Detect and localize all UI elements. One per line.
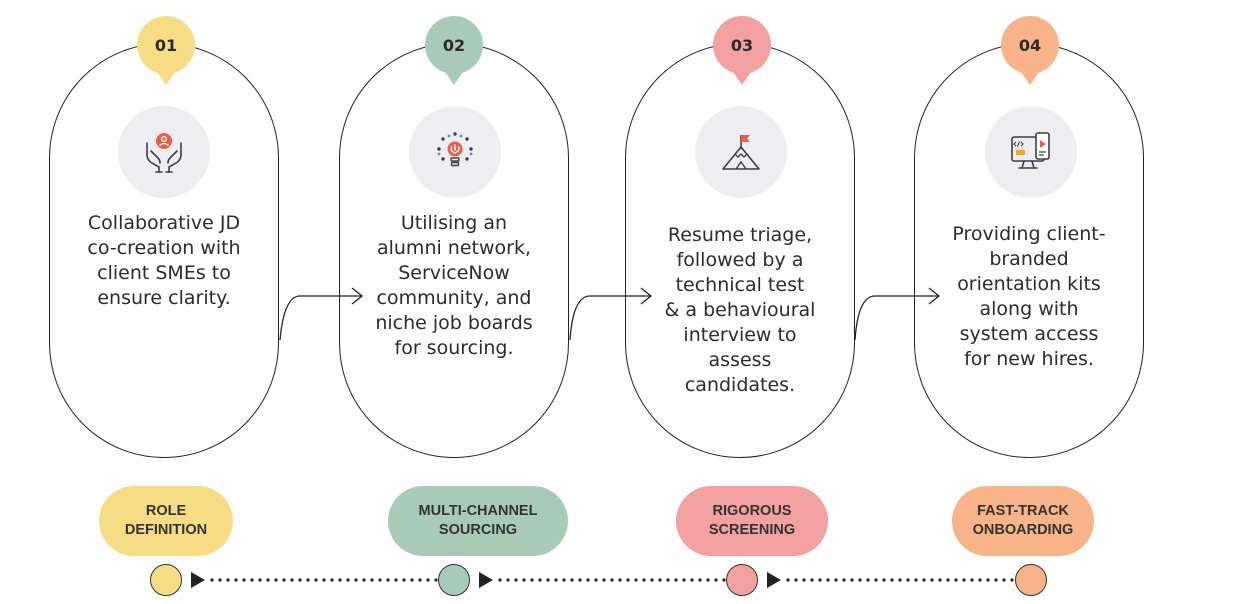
step-2-number: 02 bbox=[442, 35, 466, 55]
step-1-number: 01 bbox=[154, 35, 178, 55]
idea-lightbulb-network-icon bbox=[437, 132, 473, 167]
hands-holding-person-icon bbox=[146, 133, 182, 173]
timeline-dot-3 bbox=[726, 564, 758, 596]
step-3-number: 03 bbox=[730, 35, 754, 55]
computer-devices-icon bbox=[1011, 132, 1050, 169]
step-3-icon-disc bbox=[695, 106, 787, 198]
step-3-description: Resume triage, followed by a technical t… bbox=[664, 224, 816, 396]
step-1-icon-disc bbox=[118, 106, 210, 198]
step-4-number-pin: 04 bbox=[1001, 16, 1059, 74]
connector-arrow-3-4 bbox=[854, 295, 938, 341]
timeline-dot-2 bbox=[438, 564, 470, 596]
timeline-dots-3-4 bbox=[786, 578, 1014, 582]
step-2-description: Utilising an alumni network, ServiceNow … bbox=[375, 212, 533, 359]
step-4-label: FAST-TRACK ONBOARDING bbox=[952, 486, 1094, 556]
mountain-flag-icon bbox=[722, 135, 760, 170]
step-2-label: MULTI-CHANNEL SOURCING bbox=[388, 486, 568, 556]
connector-arrow-1-2 bbox=[279, 295, 361, 341]
step-1-description: Collaborative JD co-creation with client… bbox=[87, 212, 241, 309]
timeline-dots-2-3 bbox=[498, 578, 726, 582]
step-4-icon-disc bbox=[985, 106, 1077, 198]
step-2-icon-disc bbox=[409, 106, 501, 198]
timeline-dot-4 bbox=[1015, 564, 1047, 596]
timeline-dots-1-2 bbox=[210, 578, 438, 582]
step-1-label: ROLE DEFINITION bbox=[99, 486, 233, 556]
timeline-arrowhead-2 bbox=[479, 572, 493, 588]
connector-arrow-2-3 bbox=[569, 295, 650, 341]
step-3-number-pin: 03 bbox=[713, 16, 771, 74]
timeline-arrowhead-3 bbox=[767, 572, 781, 588]
timeline-arrowhead-1 bbox=[191, 572, 205, 588]
step-3-label: RIGOROUS SCREENING bbox=[676, 486, 828, 556]
timeline-dot-1 bbox=[150, 564, 182, 596]
step-1-number-pin: 01 bbox=[137, 16, 195, 74]
step-4-number: 04 bbox=[1018, 35, 1042, 55]
step-4-description: Providing client- branded orientation ki… bbox=[952, 223, 1106, 370]
step-2-number-pin: 02 bbox=[425, 16, 483, 74]
